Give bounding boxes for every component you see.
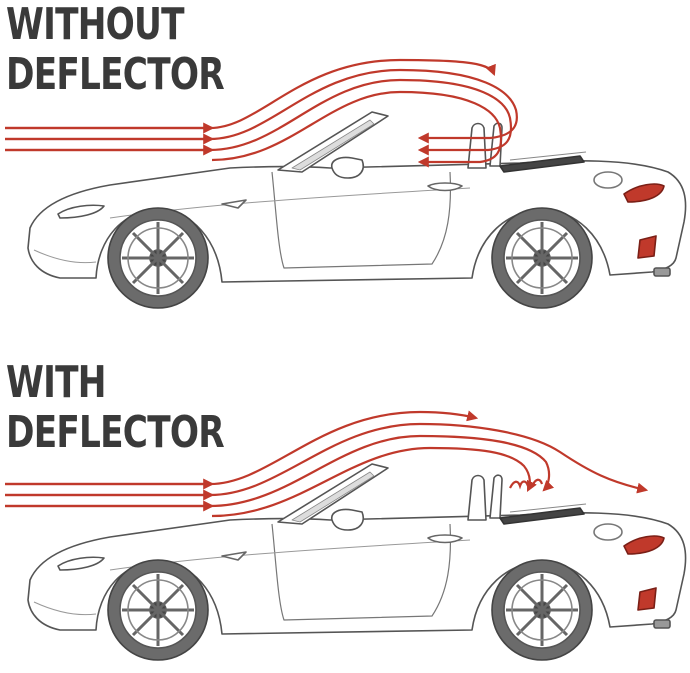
rear-wheel xyxy=(491,207,593,309)
roadster-car xyxy=(27,463,687,661)
roadster-car xyxy=(27,111,687,309)
panel-with-deflector: WITH DEFLECTOR xyxy=(0,352,690,673)
heading-line-1: WITH xyxy=(6,357,106,408)
airflow-with-deflector xyxy=(5,410,649,518)
seat-headrest xyxy=(467,122,487,169)
heading-with-deflector: WITH DEFLECTOR xyxy=(6,357,225,458)
taillight xyxy=(623,535,665,555)
front-wheel xyxy=(107,207,209,309)
heading-line-1: WITHOUT xyxy=(6,0,185,50)
front-wheel xyxy=(107,559,209,661)
panel-without-deflector: WITHOUT DEFLECTOR xyxy=(0,0,690,330)
heading-without-deflector: WITHOUT DEFLECTOR xyxy=(6,0,225,100)
rear-wheel xyxy=(491,559,593,661)
taillight xyxy=(623,183,665,203)
airflow-without-deflector xyxy=(5,58,518,168)
heading-line-2: DEFLECTOR xyxy=(6,407,225,458)
illustration-without-deflector xyxy=(5,58,687,309)
wind-deflector xyxy=(489,474,503,519)
heading-line-2: DEFLECTOR xyxy=(6,49,225,100)
illustration-with-deflector xyxy=(5,410,687,661)
seat-headrest xyxy=(467,474,487,521)
